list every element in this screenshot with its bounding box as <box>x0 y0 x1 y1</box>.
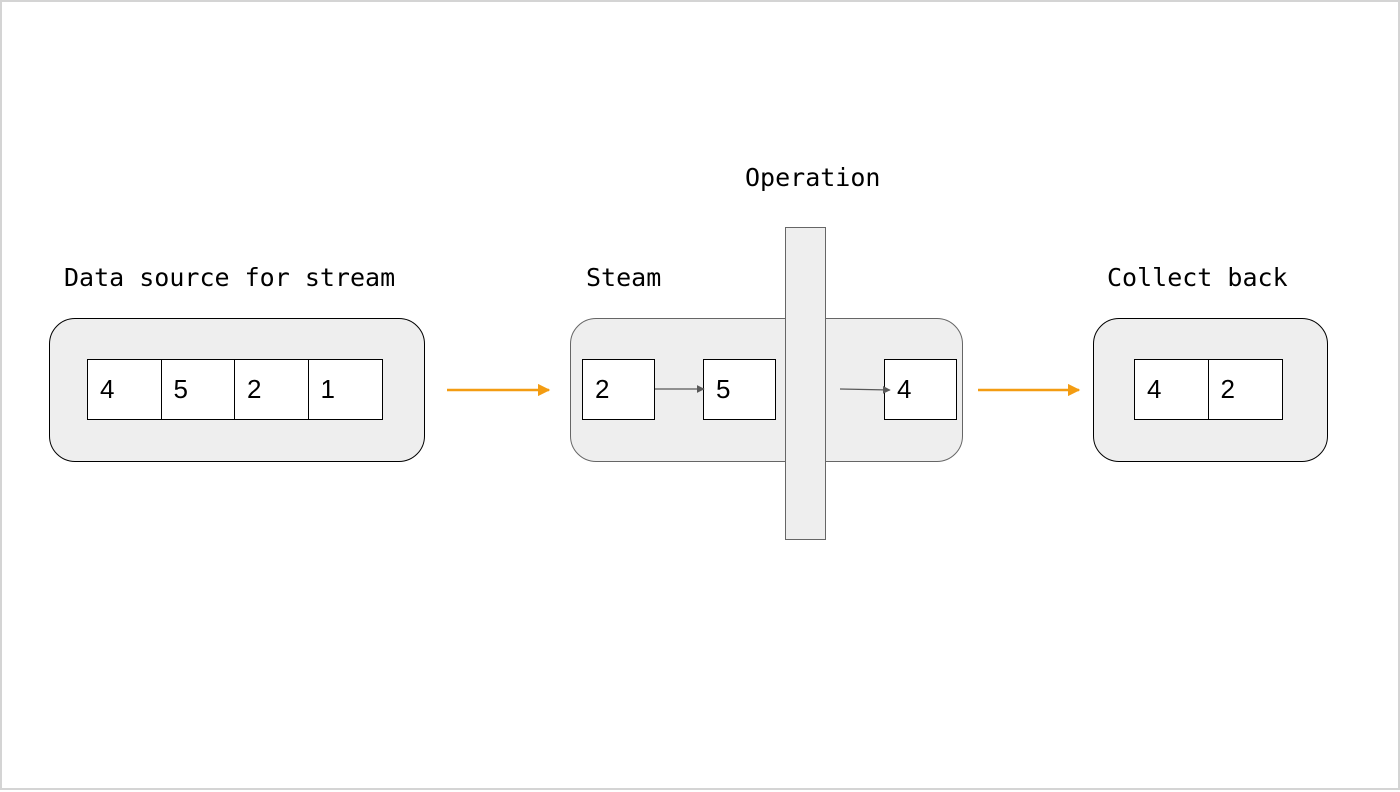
stream-element: 2 <box>582 359 655 420</box>
collect-cell: 2 <box>1207 359 1283 420</box>
collect-cell: 4 <box>1134 359 1209 420</box>
source-title: Data source for stream <box>64 263 396 292</box>
stream-title: Steam <box>586 263 662 292</box>
collect-array: 4 2 <box>1134 359 1283 420</box>
operation-title: Operation <box>745 163 881 192</box>
operation-bar <box>785 227 826 540</box>
stream-element: 5 <box>703 359 776 420</box>
operation-output-arrow <box>839 385 891 394</box>
source-cell: 5 <box>160 359 236 420</box>
source-array: 4 5 2 1 <box>87 359 383 420</box>
source-cell: 1 <box>307 359 383 420</box>
filtered-element: 4 <box>884 359 957 420</box>
source-cell: 2 <box>234 359 309 420</box>
source-cell: 4 <box>87 359 162 420</box>
collect-title: Collect back <box>1107 263 1288 292</box>
